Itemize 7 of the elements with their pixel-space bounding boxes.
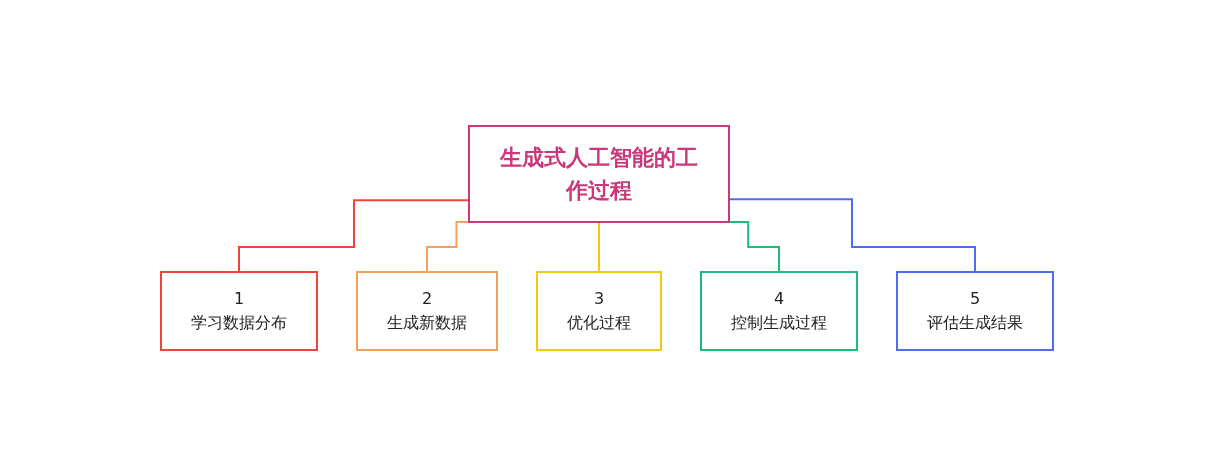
node-box: 1 学习数据分布 (159, 270, 318, 351)
connector (597, 220, 600, 273)
node-box: 生成式人工智能的工作过程 (467, 124, 730, 223)
node-box: 2 生成新数据 (355, 270, 498, 351)
node-box: 5 评估生成结果 (895, 270, 1054, 351)
node-box: 3 优化过程 (535, 270, 662, 351)
node-box: 4 控制生成过程 (699, 270, 858, 351)
